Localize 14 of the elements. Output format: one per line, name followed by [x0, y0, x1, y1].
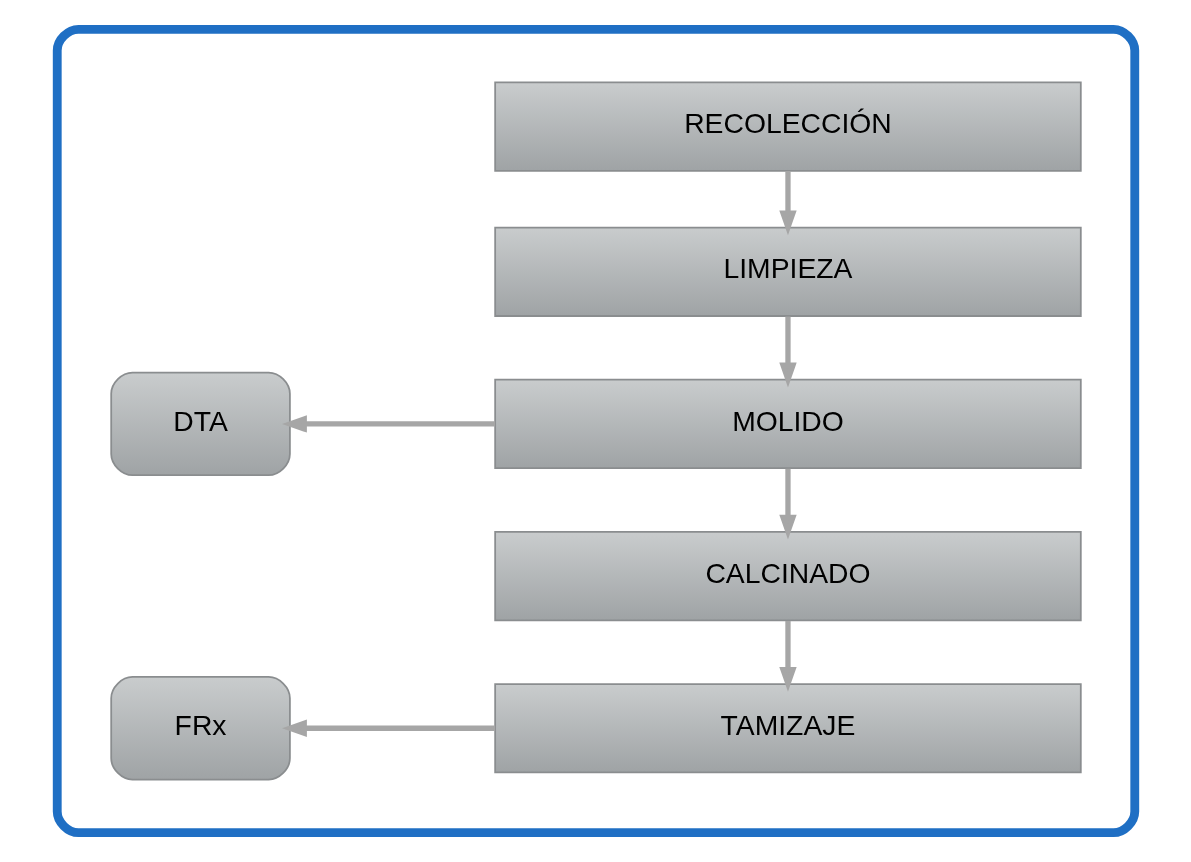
node-box: FRx	[109, 676, 291, 781]
arrow	[281, 719, 495, 737]
node-box: CALCINADO	[493, 530, 1082, 622]
arrow	[281, 415, 495, 433]
node-box: RECOLECCIÓN	[493, 81, 1082, 172]
arrow	[778, 316, 797, 388]
cluster	[52, 24, 1139, 838]
node-box: LIMPIEZA	[493, 226, 1082, 317]
node-box: DTA	[109, 371, 291, 477]
arrow	[778, 620, 797, 692]
arrow	[778, 171, 797, 236]
node-box: MOLIDO	[493, 378, 1082, 470]
arrow	[778, 468, 797, 540]
node-box: TAMIZAJE	[493, 683, 1082, 774]
